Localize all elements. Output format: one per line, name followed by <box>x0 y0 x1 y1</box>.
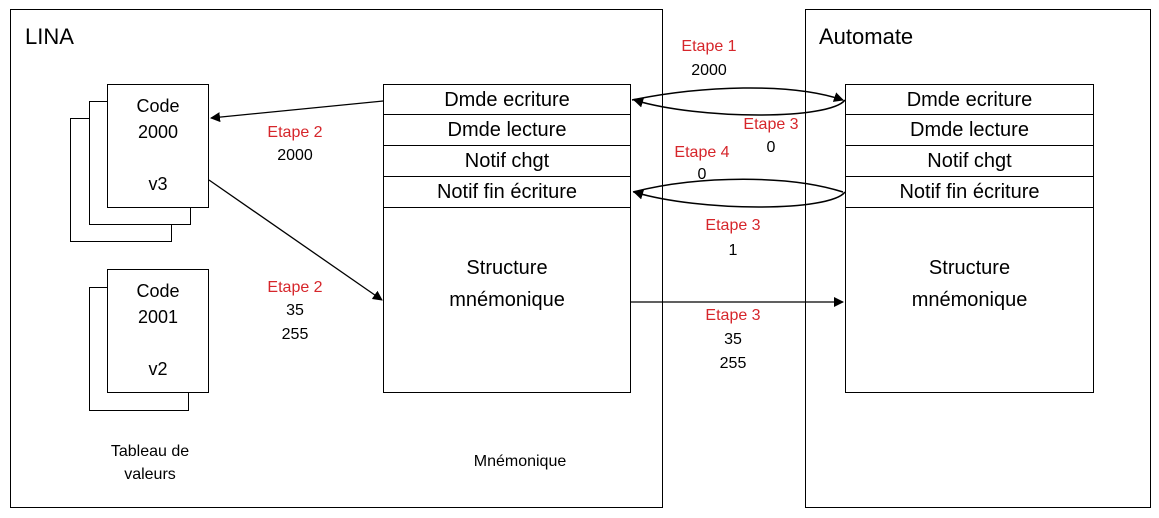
automate-row-dmde-lecture: Dmde lecture <box>845 114 1094 146</box>
automate-row-notif-chgt: Notif chgt <box>845 145 1094 177</box>
etape3c-label: Etape 3 <box>705 307 761 324</box>
etape2b-label: Etape 2 <box>267 279 323 296</box>
doc-code-2000-line1: Code <box>136 96 180 116</box>
etape3b-value: 1 <box>728 242 738 259</box>
doc-code-2000-version: v3 <box>148 174 168 194</box>
etape4-value: 0 <box>697 166 707 183</box>
automate-structure-label-line1: Structure <box>928 257 1011 279</box>
doc-code-2000: Code 2000 v3 <box>107 84 209 208</box>
lina-structure-label-line1: Structure <box>466 257 548 279</box>
automate-title: Automate <box>819 24 914 49</box>
automate-row-notif-fin-ecriture: Notif fin écriture <box>845 176 1094 208</box>
etape3c-value1: 35 <box>724 331 742 348</box>
etape3c-value2: 255 <box>719 355 747 372</box>
automate-structure-label-line2: mnémonique <box>911 289 1028 311</box>
doc-code-2001-line1: Code <box>136 281 180 301</box>
etape3b-label: Etape 3 <box>705 217 761 234</box>
mnemonique-label: Mnémonique <box>473 453 567 470</box>
etape2b-value2: 255 <box>281 326 309 343</box>
etape2a-label: Etape 2 <box>267 124 323 141</box>
lina-title: LINA <box>25 24 74 49</box>
etape3a-value: 0 <box>766 139 776 156</box>
lina-structure-label-line2: mnémonique <box>449 289 565 311</box>
etape1-label: Etape 1 <box>681 38 737 55</box>
doc-code-2001: Code 2001 v2 <box>107 269 209 393</box>
lina-row-notif-fin-ecriture: Notif fin écriture <box>383 176 631 208</box>
etape2a-value: 2000 <box>277 147 313 164</box>
etape1-value: 2000 <box>691 62 727 79</box>
lina-row-notif-chgt: Notif chgt <box>383 145 631 177</box>
etape2b-value1: 35 <box>286 302 304 319</box>
tableau-de-valeurs-label: Tableau de valeurs <box>110 443 190 483</box>
doc-code-2001-line2: 2001 <box>137 307 179 327</box>
etape4-label: Etape 4 <box>674 144 730 161</box>
automate-row-dmde-ecriture: Dmde ecriture <box>845 84 1094 115</box>
doc-code-2000-line2: 2000 <box>137 122 179 142</box>
lina-row-dmde-lecture: Dmde lecture <box>383 114 631 146</box>
etape3a-label: Etape 3 <box>743 116 799 133</box>
lina-row-dmde-ecriture: Dmde ecriture <box>383 84 631 115</box>
doc-code-2001-version: v2 <box>148 359 168 379</box>
